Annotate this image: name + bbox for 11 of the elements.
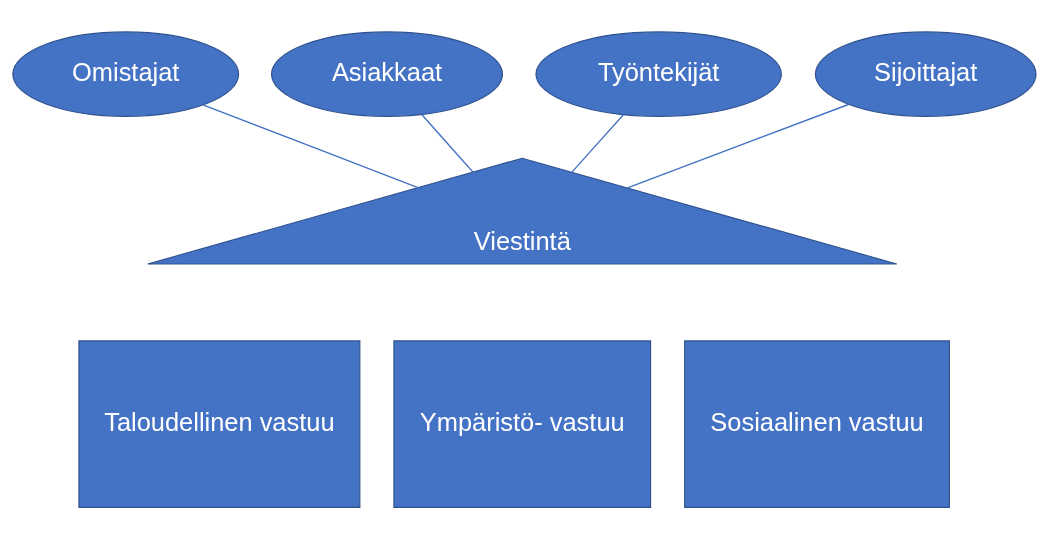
node-box: Taloudellinen vastuu <box>78 340 361 508</box>
connector <box>202 104 419 189</box>
node-ellipse: Omistajat <box>12 31 240 117</box>
node-ellipse: Työntekijät <box>535 31 782 117</box>
connector <box>571 114 624 173</box>
connector <box>626 103 850 189</box>
node-box: Sosiaalinen vastuu <box>684 340 950 508</box>
node-ellipse: Asiakkaat <box>270 31 504 117</box>
connector <box>421 114 474 173</box>
node-ellipse: Sijoittajat <box>814 31 1037 117</box>
node-box: Ympäristö- vastuu <box>393 340 652 508</box>
